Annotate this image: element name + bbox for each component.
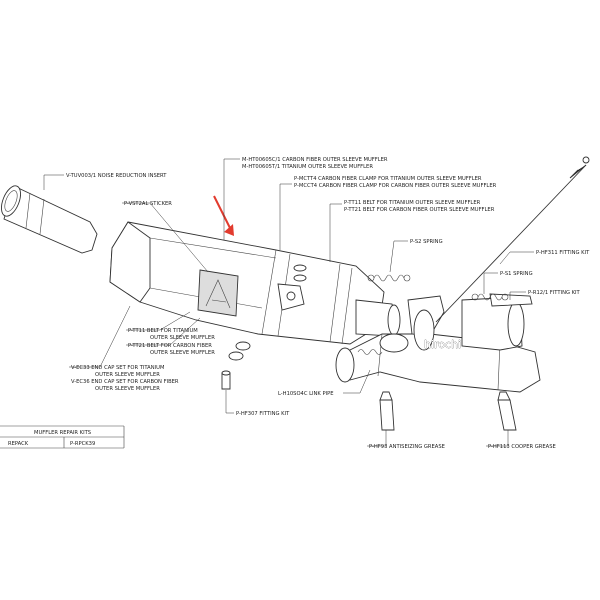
highlight-arrow [213,195,234,236]
label-belt-titanium-2: OUTER SLEEVE MUFFLER [150,335,215,341]
table-cell-name: REPACK [8,441,29,447]
label-end-cap-titanium-2: OUTER SLEEVE MUFFLER [95,372,160,378]
label-belt-carbon-top: P-TT21 BELT FOR CARBON FIBER OUTER SLEEV… [344,207,495,213]
label-end-cap-carbon-2: OUTER SLEEVE MUFFLER [95,386,160,392]
label-belt-carbon-2: OUTER SLEEVE MUFFLER [150,350,215,356]
antiseizing-grease-tube [379,391,395,431]
label-belt-titanium-top: P-TT11 BELT FOR TITANIUM OUTER SLEEVE MU… [344,200,481,206]
leader-lines [43,158,534,447]
label-cooper-grease: P-HF113 COOPER GREASE [488,444,556,450]
callout-labels: V-TUV003/1 NOISE REDUCTION INSERT M-HT00… [66,157,590,450]
table-cell-code: P-RPCK39 [70,441,95,447]
label-end-cap-carbon: V-EC36 END CAP SET FOR CARBON FIBER [71,379,179,385]
link-pipe [335,293,541,393]
label-spring-s2: P-S2 SPRING [410,239,443,245]
label-fitting-kit-hf307: P-HF307 FITTING KIT [236,411,290,417]
spring-link [357,349,383,355]
label-clamp-titanium: P-MCTT4 CARBON FIBER CLAMP FOR TITANIUM … [294,176,482,182]
label-belt-titanium: P-TT11 BELT FOR TITANIUM [128,328,198,334]
table-title: MUFFLER REPAIR KITS [34,430,91,436]
watermark: hirochi [424,338,461,351]
spring-s2 [367,274,411,282]
cooper-grease-tube [497,391,517,431]
noise-reduction-insert [1,185,98,254]
spring-s1 [471,293,509,301]
label-spring-s1: P-S1 SPRING [500,271,533,277]
fitting-kit-hf311 [435,156,590,323]
label-fitting-kit-r12: P-R12/1 FITTING KIT [528,290,581,296]
label-sticker: P-VST2AL STICKER [124,201,172,207]
label-belt-carbon: P-TT21 BELT FOR CARBON FIBER [128,343,212,349]
label-fitting-kit-hf311: P-HF311 FITTING KIT [536,250,590,256]
label-noise-reduction-insert: V-TUV003/1 NOISE REDUCTION INSERT [66,173,167,179]
label-end-cap-titanium: V-EC33 END CAP SET FOR TITANIUM [71,365,164,371]
label-link-pipe: L-H10SO4C LINK PIPE [278,391,334,397]
muffler-repair-kits-table: MUFFLER REPAIR KITS REPACK P-RPCK39 [0,425,125,449]
muffler-body [109,221,401,345]
label-clamp-carbon: P-MCCT4 CARBON FIBER CLAMP FOR CARBON FI… [294,183,497,189]
label-carbon-muffler: M-HT00605C/1 CARBON FIBER OUTER SLEEVE M… [242,157,388,163]
label-antiseizing-grease: P-HF93 ANTISEIZING GREASE [369,444,445,450]
fitting-kit-hf307 [221,341,251,390]
label-titanium-muffler: M-HT00605T/1 TITANIUM OUTER SLEEVE MUFFL… [242,164,373,170]
